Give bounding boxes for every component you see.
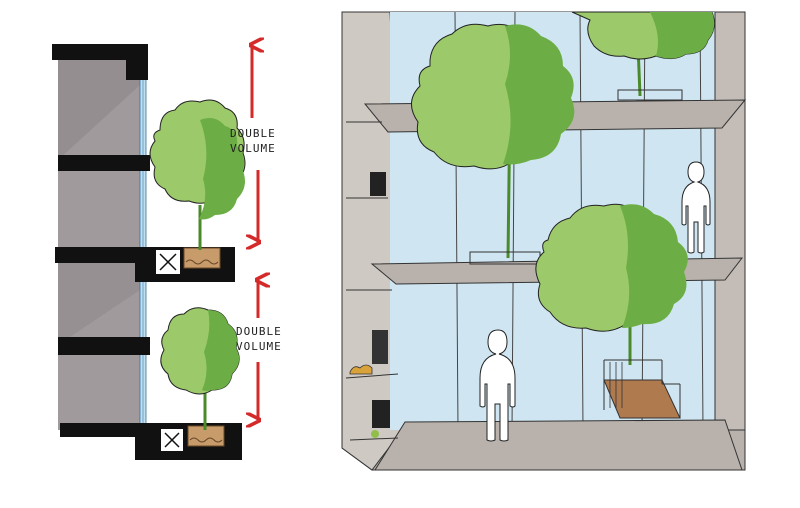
- section-slab-2: [58, 155, 150, 171]
- perspective-slab-ground: [374, 419, 743, 471]
- railing-top: [617, 89, 683, 101]
- double-volume-label-lower: DOUBLE VOLUME: [236, 324, 282, 354]
- label-upper-line2: VOLUME: [230, 142, 276, 155]
- section-wall-upper-shadow: [58, 55, 140, 160]
- double-volume-label-upper: DOUBLE VOLUME: [230, 126, 276, 156]
- person-figure-right: [681, 161, 711, 254]
- perspective-tree-lower: [535, 203, 688, 365]
- perspective-right-wall: [714, 11, 746, 431]
- section-drawing: [52, 44, 258, 460]
- section-wall-mid: [58, 163, 140, 251]
- section-wall-lower-shadow: [58, 257, 140, 345]
- label-lower-line2: VOLUME: [236, 340, 282, 353]
- perspective-tree-upper: [411, 23, 575, 259]
- perspective-interior: [341, 11, 747, 471]
- section-tree-lower: [160, 307, 240, 430]
- section-planter-lower: [159, 425, 225, 453]
- section-tree-upper: [149, 99, 246, 250]
- person-figure-left: [479, 329, 516, 442]
- perspective-tree-top-right: [571, 11, 715, 97]
- label-lower-line1: DOUBLE: [236, 325, 282, 338]
- section-wall-lower: [58, 257, 140, 345]
- section-planter-upper: [154, 247, 221, 276]
- perspective-planter-lower: [603, 359, 681, 419]
- section-slab-4: [58, 337, 150, 355]
- left-wall-shelves: [345, 121, 399, 441]
- label-upper-line1: DOUBLE: [230, 127, 276, 140]
- section-roof-slab: [52, 44, 148, 80]
- section-wall-bottom: [58, 350, 140, 430]
